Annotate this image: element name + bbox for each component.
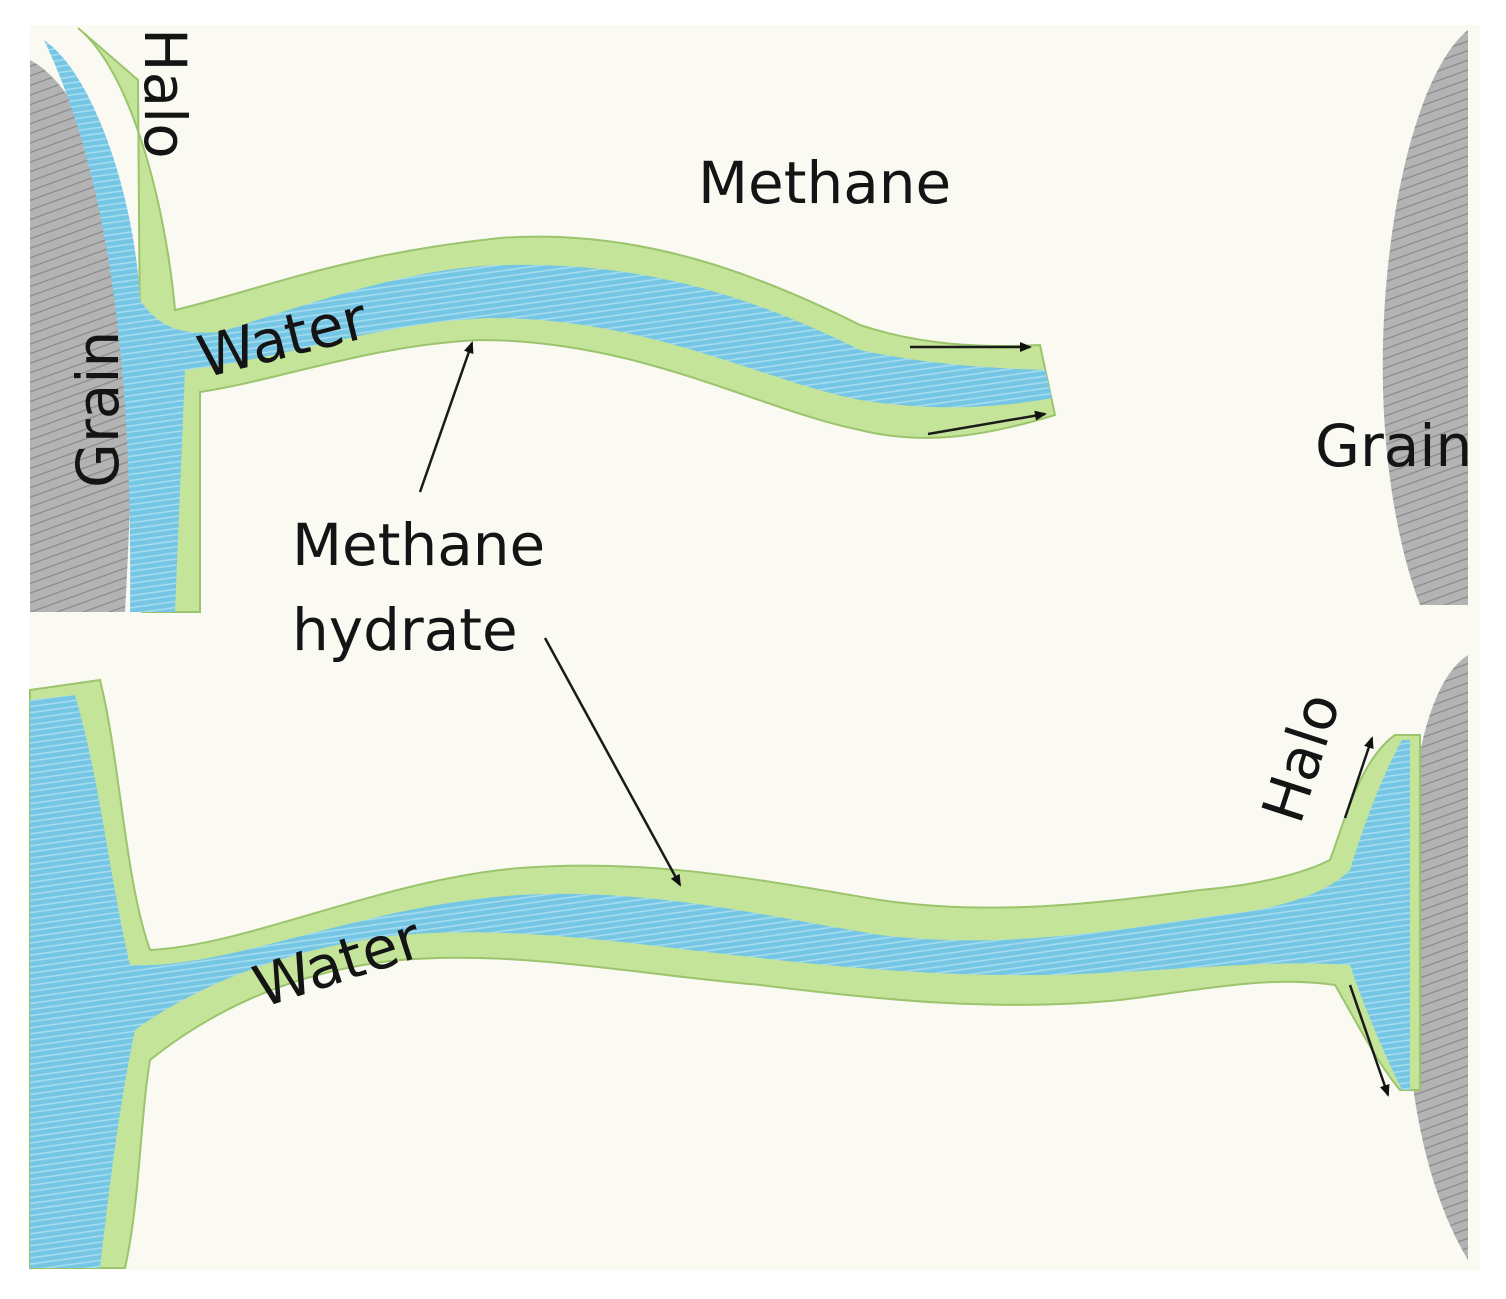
- top-water-layer: [44, 40, 1052, 612]
- hydrate-pointer-bottom: [543, 637, 682, 887]
- bottom-hydrate-layer: [29, 678, 1421, 1269]
- halo-arrow-up: [1343, 736, 1374, 819]
- label-grain-left: Grain: [64, 331, 132, 488]
- label-methane: Methane: [698, 149, 951, 217]
- label-halo-top: Halo: [131, 28, 199, 159]
- halo-arrow-down: [1348, 984, 1390, 1097]
- grain-right-top-shape: [1382, 30, 1468, 605]
- hydrate-pointer-top: [418, 341, 474, 493]
- top-growth-arrow-lower: [927, 410, 1047, 436]
- label-methane-hydrate-line2: hydrate: [292, 596, 518, 664]
- paper-background: [30, 25, 1480, 1270]
- label-grain-right: Grain: [1315, 412, 1472, 480]
- label-methane-hydrate-line1: Methane: [292, 511, 545, 579]
